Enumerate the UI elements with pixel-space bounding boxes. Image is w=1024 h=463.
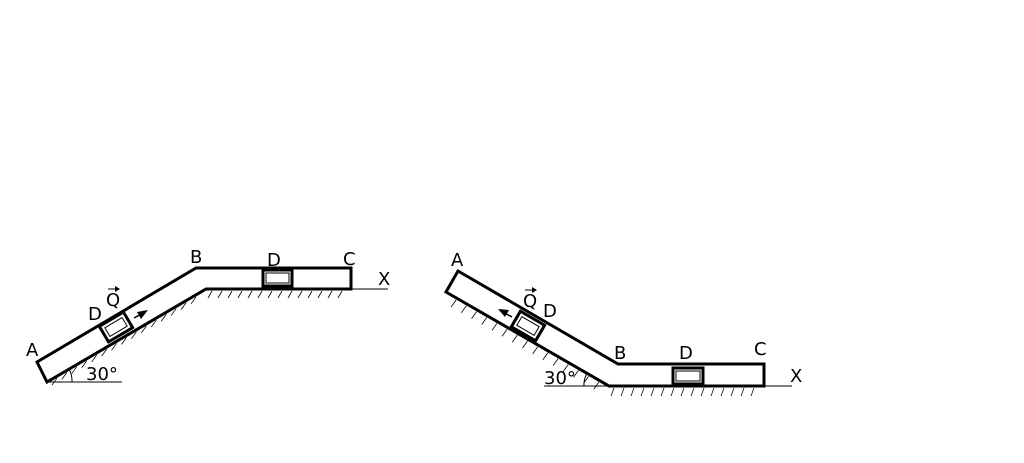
left-block-flat bbox=[261, 268, 294, 288]
right-label-C: C bbox=[754, 339, 767, 360]
hatch-mark bbox=[680, 387, 685, 397]
hatch-mark bbox=[690, 387, 695, 397]
hatch-mark bbox=[511, 334, 518, 343]
figure-right: A B C D D Q X 30° bbox=[443, 250, 802, 397]
hatch-mark bbox=[670, 387, 675, 397]
hatch-mark bbox=[450, 299, 457, 308]
left-label-B: B bbox=[190, 247, 202, 268]
hatch-mark bbox=[740, 387, 745, 397]
hatch-mark bbox=[81, 360, 88, 368]
hatch-mark bbox=[150, 319, 157, 328]
hatch-mark bbox=[307, 290, 313, 299]
left-label-C: C bbox=[343, 249, 356, 270]
left-vector-arrow-icon bbox=[108, 286, 120, 292]
hatch-mark bbox=[121, 337, 127, 345]
hatch-mark bbox=[501, 329, 508, 337]
hatch-mark bbox=[61, 372, 68, 380]
hatch-mark bbox=[730, 387, 735, 397]
hatch-mark bbox=[542, 352, 549, 360]
hatch-mark bbox=[337, 290, 343, 299]
hatch-mark bbox=[630, 387, 635, 397]
hatch-mark bbox=[720, 387, 725, 397]
hatch-mark bbox=[141, 325, 147, 334]
left-label-D-flat: D bbox=[267, 250, 281, 271]
right-angle-label: 30° bbox=[544, 368, 576, 389]
hatch-mark bbox=[750, 387, 755, 397]
hatch-mark bbox=[552, 358, 559, 366]
hatch-mark bbox=[700, 387, 705, 397]
right-label-B: B bbox=[614, 343, 626, 364]
left-angle-arc bbox=[68, 368, 73, 383]
hatch-mark bbox=[160, 314, 167, 322]
hatch-mark bbox=[91, 354, 98, 363]
hatch-mark bbox=[131, 331, 137, 339]
right-label-D-incline: D bbox=[543, 301, 557, 322]
left-force-arrow bbox=[133, 310, 148, 319]
hatch-mark bbox=[227, 290, 233, 299]
hatch-mark bbox=[207, 290, 213, 299]
hatch-mark bbox=[593, 381, 600, 390]
right-label-D-flat: D bbox=[679, 343, 693, 364]
hatch-mark bbox=[471, 311, 477, 319]
right-force-arrow bbox=[498, 309, 513, 318]
left-ground-hatch bbox=[51, 290, 343, 386]
right-label-Q: Q bbox=[523, 291, 537, 312]
left-label-X: X bbox=[378, 269, 390, 290]
hatch-mark bbox=[297, 290, 303, 299]
hatch-mark bbox=[237, 290, 243, 299]
hatch-mark bbox=[650, 387, 655, 397]
hatch-mark bbox=[170, 308, 177, 316]
right-label-X: X bbox=[790, 366, 802, 387]
right-angle-arc bbox=[583, 372, 588, 387]
hatch-mark bbox=[640, 387, 645, 397]
right-vector-arrow-icon bbox=[525, 287, 537, 293]
right-label-A: A bbox=[451, 250, 464, 271]
hatch-mark bbox=[71, 366, 78, 374]
right-block-incline bbox=[509, 309, 547, 343]
hatch-mark bbox=[51, 377, 58, 386]
hatch-mark bbox=[620, 387, 625, 397]
hatch-mark bbox=[327, 290, 333, 299]
right-ground-hatch bbox=[450, 299, 755, 397]
left-angle-label: 30° bbox=[86, 364, 118, 385]
hatch-mark bbox=[532, 346, 539, 355]
left-label-A: A bbox=[26, 340, 39, 361]
hatch-mark bbox=[522, 340, 528, 349]
hatch-mark bbox=[247, 290, 253, 299]
hatch-mark bbox=[317, 290, 323, 299]
hatch-mark bbox=[277, 290, 283, 299]
hatch-mark bbox=[101, 348, 107, 357]
right-block-flat bbox=[671, 366, 705, 386]
left-block-incline bbox=[97, 310, 135, 344]
hatch-mark bbox=[190, 296, 197, 305]
hatch-mark bbox=[660, 387, 665, 397]
hatch-mark bbox=[562, 364, 569, 372]
hatch-mark bbox=[257, 290, 263, 299]
figure-left: A B C D D Q X 30° bbox=[26, 247, 390, 386]
left-label-D-incline: D bbox=[88, 304, 102, 325]
hatch-mark bbox=[461, 305, 467, 313]
hatch-mark bbox=[180, 302, 187, 310]
hatch-mark bbox=[610, 387, 615, 397]
hatch-mark bbox=[267, 290, 273, 299]
hatch-mark bbox=[481, 317, 488, 325]
hatch-mark bbox=[573, 370, 579, 378]
hatch-mark bbox=[710, 387, 715, 397]
hatch-mark bbox=[287, 290, 293, 299]
hatch-mark bbox=[111, 343, 117, 351]
hatch-mark bbox=[217, 290, 223, 299]
hatch-mark bbox=[491, 323, 498, 331]
left-label-Q: Q bbox=[106, 290, 120, 311]
